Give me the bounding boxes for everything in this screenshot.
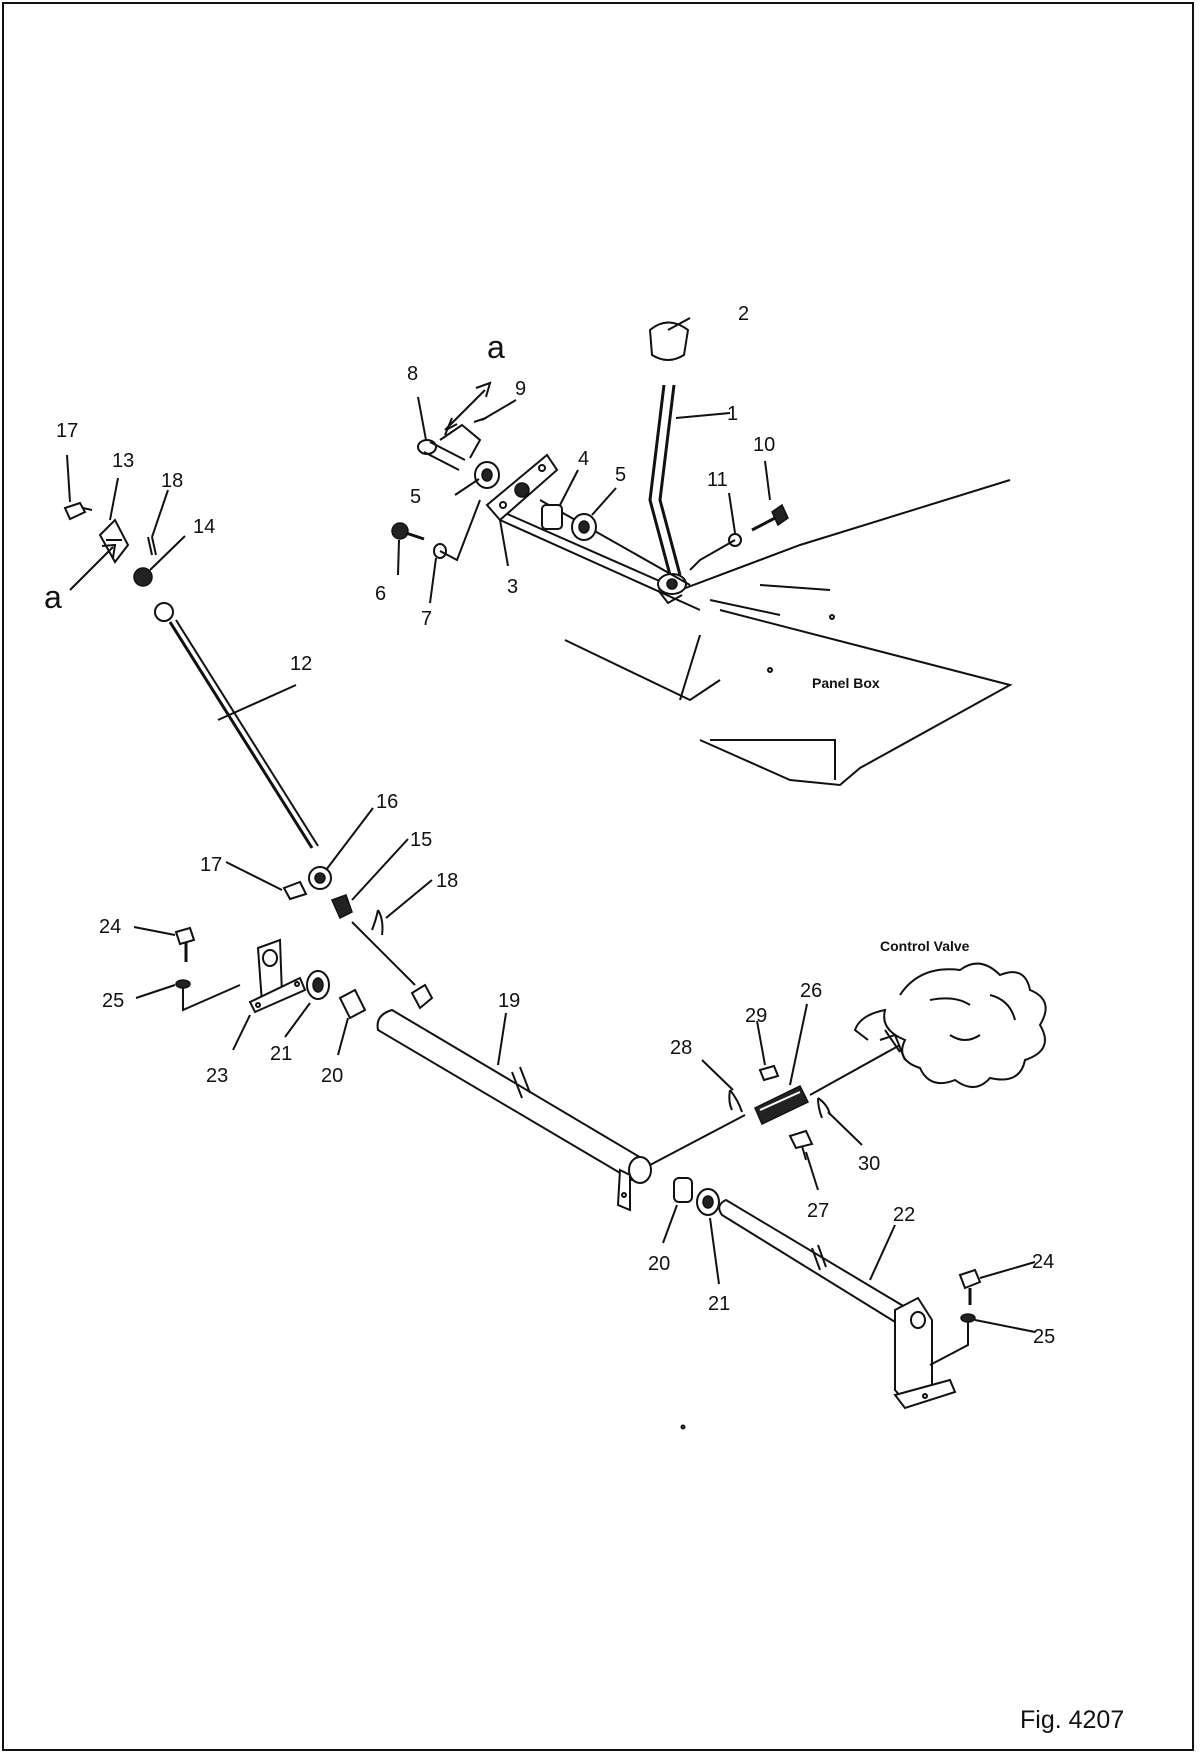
bushing-part-20b	[673, 1177, 693, 1203]
callout-18b: 18	[436, 870, 458, 892]
rod-part-12	[154, 602, 319, 849]
bushing-part-20a	[338, 988, 367, 1020]
bolt-part-24b	[958, 1268, 982, 1305]
callout-5a: 5	[410, 486, 421, 508]
cotter-part-18a	[147, 536, 157, 556]
callout-9: 9	[515, 378, 526, 400]
figure-caption: Fig. 4207	[1020, 1706, 1124, 1734]
callout-24a: 24	[99, 916, 121, 938]
pin-part-17a	[63, 501, 93, 521]
pin-part-8	[417, 417, 466, 471]
panel-box-outline	[504, 479, 1013, 787]
pin-part-27	[788, 1129, 814, 1161]
callout-19: 19	[498, 990, 520, 1012]
callout-25a: 25	[102, 990, 124, 1012]
bolt-part-6	[391, 522, 425, 541]
bolt-part-24a	[174, 926, 196, 962]
bolt-part-10	[751, 503, 789, 532]
callout-10: 10	[753, 434, 775, 456]
callout-18a: 18	[161, 470, 183, 492]
callout-13: 13	[112, 450, 134, 472]
callout-24b: 24	[1032, 1251, 1054, 1273]
control-valve-outline	[853, 962, 1047, 1088]
callout-3: 3	[507, 576, 518, 598]
callout-4: 4	[578, 448, 589, 470]
connector-a-left: a	[44, 579, 62, 615]
bracket-part	[485, 453, 559, 522]
callout-12: 12	[290, 653, 312, 675]
callout-16: 16	[376, 791, 398, 813]
lever-part-26	[754, 1084, 810, 1126]
callout-23: 23	[206, 1065, 228, 1087]
callout-11: 11	[707, 469, 728, 491]
knob-part	[648, 321, 690, 361]
callout-17b: 17	[200, 854, 222, 876]
washer-part-5b	[571, 513, 597, 541]
pin-part-17b	[282, 880, 308, 901]
nut-part-16	[308, 866, 332, 890]
stray-dot	[680, 1424, 686, 1430]
control-valve-label: Control Valve	[880, 938, 970, 954]
callout-21b: 21	[708, 1293, 730, 1315]
pin-part-29	[758, 1064, 780, 1082]
shaft-part-19	[376, 983, 652, 1212]
callout-21a: 21	[270, 1043, 292, 1065]
callout-20b: 20	[648, 1253, 670, 1275]
callout-28: 28	[670, 1037, 692, 1059]
callout-5b: 5	[615, 464, 626, 486]
collar-part	[541, 504, 563, 530]
washer-part-21b	[696, 1188, 720, 1216]
yoke-part-15	[330, 894, 353, 920]
callout-25b: 25	[1033, 1326, 1055, 1348]
callout-6: 6	[375, 583, 386, 605]
cotter-part-18b	[371, 909, 384, 936]
callout-20a: 20	[321, 1065, 343, 1087]
callout-15: 15	[410, 829, 432, 851]
cotter-part-30	[817, 1097, 831, 1119]
callout-8: 8	[407, 363, 418, 385]
callout-7: 7	[421, 608, 432, 630]
connector-a-top: a	[487, 329, 505, 365]
callout-26: 26	[800, 980, 822, 1002]
callout-29: 29	[745, 1005, 767, 1027]
washer-part-25b	[960, 1313, 976, 1323]
callout-27: 27	[807, 1200, 829, 1222]
washer-part-21a	[306, 970, 330, 1000]
washer-part-25a	[175, 979, 191, 989]
nut-part-14	[133, 567, 153, 587]
callout-30: 30	[858, 1153, 880, 1175]
shaft-part-22	[718, 1198, 957, 1410]
callout-14: 14	[193, 516, 215, 538]
callout-numbers: 2 1 3 4 5 5 6 7 8 9 10 11 12 13 14 15 16…	[56, 303, 1055, 1348]
yoke-part-13	[98, 518, 130, 564]
callout-2: 2	[738, 303, 749, 325]
callout-22: 22	[893, 1204, 915, 1226]
cotter-part-28	[728, 1089, 743, 1113]
panel-box-label: Panel Box	[812, 675, 880, 691]
callout-17a: 17	[56, 420, 78, 442]
leader-lines	[66, 317, 1036, 1333]
bracket-part-23	[248, 938, 307, 1014]
callout-1: 1	[727, 403, 738, 425]
washer-part-5a	[474, 461, 500, 489]
